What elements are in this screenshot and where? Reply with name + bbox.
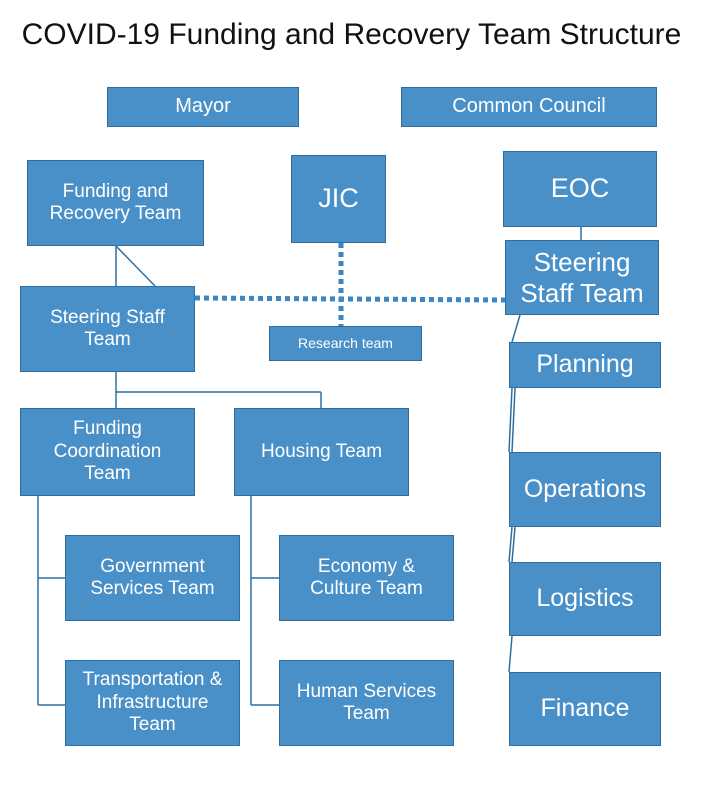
government-services-team-box: Government Services Team xyxy=(65,535,240,621)
mayor-box: Mayor xyxy=(107,87,299,127)
common-council-box: Common Council xyxy=(401,87,657,127)
operations-box: Operations xyxy=(509,452,661,527)
funding-recovery-team-box: Funding and Recovery Team xyxy=(27,160,204,246)
funding-coordination-team-box: Funding Coordination Team xyxy=(20,408,195,496)
research-team-box: Research team xyxy=(269,326,422,361)
planning-box: Planning xyxy=(509,342,661,388)
connector-funding-to-steering-diag xyxy=(115,245,156,287)
economy-culture-team-box: Economy & Culture Team xyxy=(279,535,454,621)
finance-box: Finance xyxy=(509,672,661,746)
connector-right-chain-4 xyxy=(508,635,513,673)
connector-right-chain-2b xyxy=(511,387,516,453)
steering-staff-team-right-box: Steering Staff Team xyxy=(505,240,659,315)
dotted-steering-link xyxy=(194,295,506,303)
diagram-title: COVID-19 Funding and Recovery Team Struc… xyxy=(21,18,682,51)
eoc-box: EOC xyxy=(503,151,657,227)
connector-right-chain-3b xyxy=(511,526,516,563)
logistics-box: Logistics xyxy=(509,562,661,636)
housing-team-box: Housing Team xyxy=(234,408,409,496)
human-services-team-box: Human Services Team xyxy=(279,660,454,746)
transportation-infrastructure-team-box: Transportation & Infrastructure Team xyxy=(65,660,240,746)
steering-staff-team-left-box: Steering Staff Team xyxy=(20,286,195,372)
jic-box: JIC xyxy=(291,155,386,243)
connector-right-chain-2a xyxy=(508,387,513,453)
connector-right-chain-3a xyxy=(508,526,513,563)
connector-right-chain-1 xyxy=(511,314,521,343)
